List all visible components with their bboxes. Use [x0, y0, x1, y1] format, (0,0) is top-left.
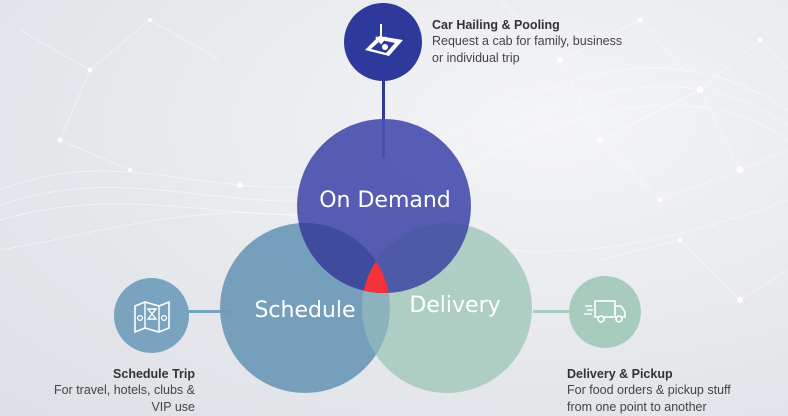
car-hailing-caption: Car Hailing & Pooling Request a cab for …: [432, 17, 672, 67]
car-hailing-title: Car Hailing & Pooling: [432, 18, 560, 32]
schedule-trip-title: Schedule Trip: [113, 367, 195, 381]
schedule-trip-node[interactable]: [114, 278, 189, 353]
schedule-trip-desc-1: For travel, hotels, clubs &: [53, 383, 195, 397]
delivery-label: Delivery: [409, 293, 501, 318]
schedule-trip-caption: Schedule Trip For travel, hotels, clubs …: [30, 366, 195, 416]
car-hailing-desc-1: Request a cab for family, business: [432, 34, 623, 48]
left-connector: [186, 310, 231, 313]
top-connector: [382, 78, 385, 158]
map-pin-icon: [365, 24, 403, 56]
delivery-pickup-title: Delivery & Pickup: [567, 367, 673, 381]
schedule-label: Schedule: [254, 298, 356, 323]
car-hailing-node[interactable]: [344, 3, 422, 81]
delivery-pickup-desc-1: For food orders & pickup stuff: [567, 383, 731, 397]
delivery-pickup-node[interactable]: [569, 276, 641, 348]
schedule-trip-desc-2: VIP use: [151, 400, 195, 414]
right-connector: [533, 310, 573, 313]
car-hailing-desc-2: or individual trip: [432, 51, 520, 65]
delivery-truck-icon: [584, 300, 626, 323]
delivery-pickup-desc-2: from one point to another: [567, 400, 707, 414]
folded-map-icon: [133, 300, 170, 333]
delivery-pickup-caption: Delivery & Pickup For food orders & pick…: [567, 366, 782, 416]
on-demand-label: On Demand: [319, 188, 451, 213]
